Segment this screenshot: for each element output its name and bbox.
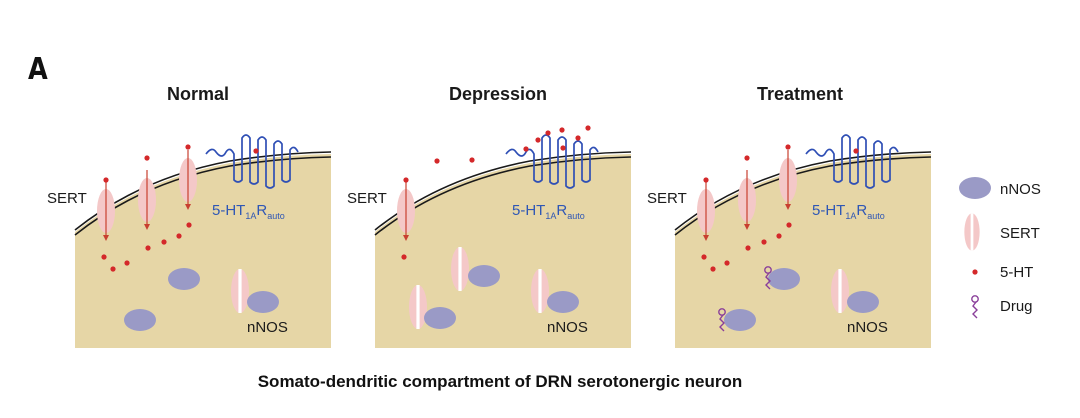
nnos-enzyme: [768, 268, 800, 290]
nnos-enzyme: [724, 309, 756, 331]
sert-label: SERT: [647, 190, 687, 207]
legend-label-sert: SERT: [1000, 225, 1040, 242]
nnos-ellipse-icon: [959, 177, 991, 199]
nnos-enzyme: [468, 265, 500, 287]
sert-transporter: [409, 285, 427, 329]
receptor-label: 5-HT1ARauto: [812, 202, 885, 221]
panel-normal: SERT 5-HT1ARauto nNOS: [47, 134, 332, 348]
nnos-enzyme: [168, 268, 200, 290]
serotonin-dots: [401, 125, 591, 260]
sert-label: SERT: [47, 190, 87, 207]
cell-body: [675, 154, 931, 348]
nnos-enzyme: [247, 291, 279, 313]
sert-transporter: [831, 269, 849, 313]
serotonin-dots: [101, 144, 259, 272]
nnos-enzyme: [124, 309, 156, 331]
serotonin-dot-icon: [972, 269, 978, 275]
receptor-label: 5-HT1ARauto: [512, 202, 585, 221]
nnos-enzyme: [424, 307, 456, 329]
nnos-enzyme: [847, 291, 879, 313]
panel-letter: A: [28, 52, 48, 87]
sert-transporter: [451, 247, 469, 291]
legend-label-5ht: 5-HT: [1000, 264, 1033, 281]
nnos-label: nNOS: [547, 319, 588, 336]
legend: nNOS SERT 5-HT Drug: [959, 177, 1041, 319]
nnos-label: nNOS: [247, 319, 288, 336]
sert-label: SERT: [347, 190, 387, 207]
receptor-label: 5-HT1ARauto: [212, 202, 285, 221]
figure-caption: Somato-dendritic compartment of DRN sero…: [257, 372, 743, 391]
serotonin-dots: [701, 144, 859, 272]
panel-title-depression: Depression: [448, 84, 548, 104]
panel-depression: SERT 5-HT1ARauto nNOS: [347, 125, 632, 348]
nnos-label: nNOS: [847, 319, 888, 336]
cell-body: [75, 154, 331, 348]
panel-treatment: SERT 5-HT1ARauto nNOS: [647, 134, 932, 348]
sert-transporter: [231, 269, 249, 313]
panel-title-treatment: Treatment: [756, 84, 844, 104]
nnos-enzyme: [547, 291, 579, 313]
sert-transporter-icon: [964, 213, 980, 251]
legend-label-nnos: nNOS: [1000, 181, 1041, 198]
legend-label-drug: Drug: [1000, 298, 1033, 315]
panel-title-normal: Normal: [166, 84, 229, 104]
drug-molecule-icon: [971, 295, 979, 319]
sert-transporter: [531, 269, 549, 313]
